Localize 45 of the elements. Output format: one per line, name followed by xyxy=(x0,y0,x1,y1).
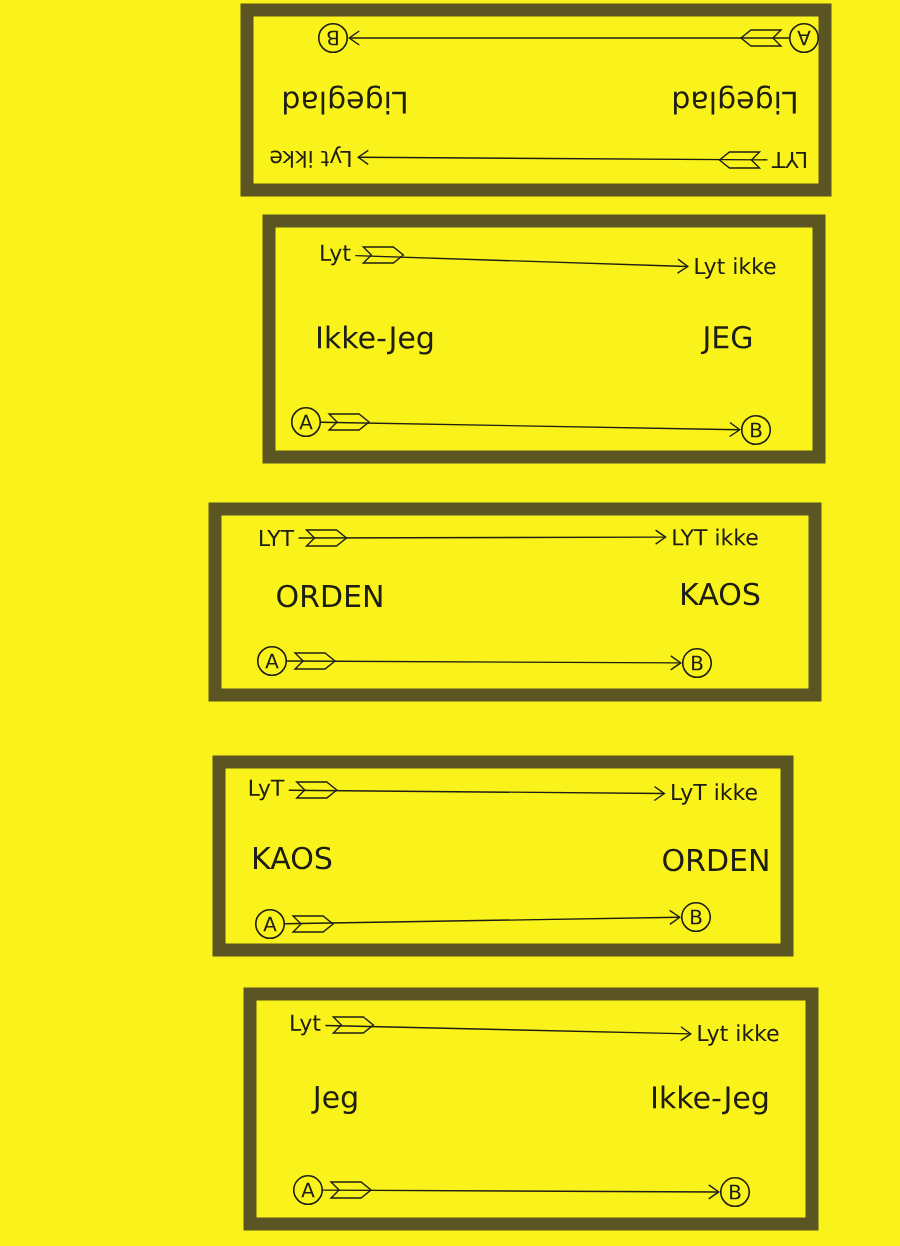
circled-letter: B xyxy=(317,22,349,54)
fletched-arrow xyxy=(288,781,666,802)
end-label: Lyt xyxy=(291,1014,321,1036)
end-label: Lyt xyxy=(321,244,351,266)
end-label: Lyt ikke xyxy=(698,1024,779,1046)
end-label: Lyt ikke xyxy=(270,146,351,168)
panel-word: Ikke-Jeg xyxy=(318,325,433,355)
circled-letter: B xyxy=(719,1177,751,1208)
fletched-arrow xyxy=(286,652,682,671)
circled-letter: A xyxy=(254,908,286,940)
circled-letter: B xyxy=(681,647,713,679)
end-label: LyT ikke xyxy=(672,783,757,805)
end-label: LYT xyxy=(771,152,806,168)
panel-word: Ikke-Jeg xyxy=(653,1085,768,1115)
fletched-arrow xyxy=(357,149,769,169)
end-label: LYT xyxy=(260,530,295,546)
framed-panel xyxy=(243,987,819,1231)
fletched-arrow xyxy=(348,29,790,47)
circled-letter: B xyxy=(680,901,712,933)
fletched-arrow xyxy=(320,413,741,438)
circled-letter: B xyxy=(740,414,772,446)
fletched-arrow xyxy=(354,246,689,274)
panel-word: Ligeglad xyxy=(284,85,406,115)
framed-panel xyxy=(212,755,794,957)
panel-word: ORDEN xyxy=(277,584,382,608)
fletched-arrow xyxy=(324,1016,692,1042)
framed-panel xyxy=(262,214,826,464)
panel-word: Jeg xyxy=(311,1085,357,1115)
fletched-arrow xyxy=(322,1181,720,1200)
circled-letter: A xyxy=(290,406,322,438)
end-label: LyT xyxy=(249,779,285,801)
circled-letter: A xyxy=(292,1175,324,1206)
circled-letter: A xyxy=(256,645,288,677)
framed-panel xyxy=(240,3,832,197)
fletched-arrow xyxy=(284,909,681,933)
fletched-arrow xyxy=(297,529,667,547)
circled-letter: A xyxy=(788,22,820,54)
panel-word: Ligeglad xyxy=(674,85,796,115)
end-label: Lyt ikke xyxy=(695,257,776,279)
panel-word: KAOS xyxy=(254,846,332,870)
panel-word: ORDEN xyxy=(663,848,768,872)
end-label: LYT ikke xyxy=(673,528,758,546)
panel-word: JEG xyxy=(700,325,752,355)
framed-panel xyxy=(208,502,822,702)
panel-word: KAOS xyxy=(682,582,760,606)
